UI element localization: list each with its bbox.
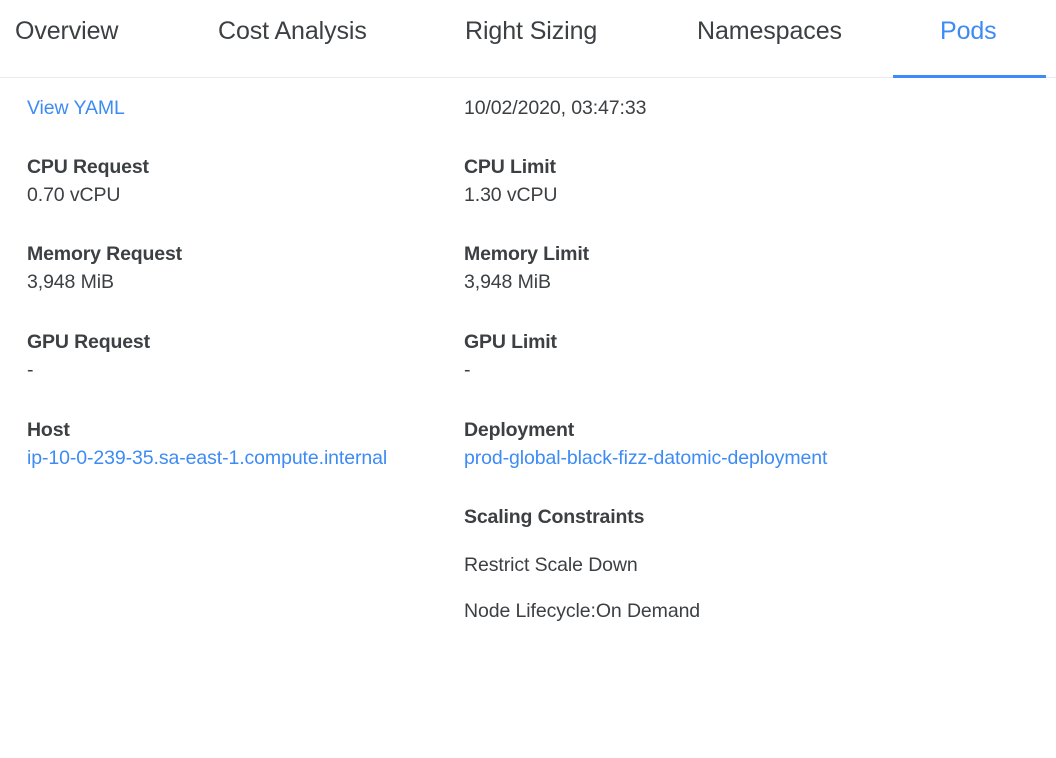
cpu-limit-label: CPU Limit [464, 156, 556, 178]
field-scaling-constraints: Scaling Constraints Restrict Scale Down … [464, 474, 864, 627]
timestamp-value: 10/02/2020, 03:47:33 [464, 97, 647, 119]
cpu-limit-value: 1.30 vCPU [464, 184, 558, 206]
cpu-request-value: 0.70 vCPU [27, 184, 121, 206]
gpu-limit-label: GPU Limit [464, 331, 557, 353]
view-yaml-link[interactable]: View YAML [27, 97, 125, 119]
detail-column-left: View YAML CPU Request 0.70 vCPU Memory R… [27, 78, 427, 474]
tab-overview[interactable]: Overview [15, 0, 118, 78]
memory-request-label: Memory Request [27, 243, 183, 265]
active-tab-indicator [893, 75, 1046, 78]
pod-detail-content: View YAML CPU Request 0.70 vCPU Memory R… [0, 78, 1056, 758]
tab-cost-analysis[interactable]: Cost Analysis [218, 0, 367, 78]
field-host: Host ip-10-0-239-35.sa-east-1.compute.in… [27, 386, 427, 474]
deployment-label: Deployment [464, 419, 575, 441]
detail-column-right: 10/02/2020, 03:47:33 CPU Limit 1.30 vCPU… [464, 78, 864, 627]
tab-pods[interactable]: Pods [940, 0, 997, 78]
scaling-constraint-node-lifecycle: Node Lifecycle:On Demand [464, 600, 701, 622]
host-label: Host [27, 419, 70, 441]
field-cpu-request: CPU Request 0.70 vCPU [27, 124, 427, 211]
memory-limit-label: Memory Limit [464, 243, 589, 265]
scaling-constraints-label: Scaling Constraints [464, 506, 645, 528]
field-cpu-limit: CPU Limit 1.30 vCPU [464, 124, 864, 211]
scaling-constraint-restrict-scale-down: Restrict Scale Down [464, 554, 638, 576]
memory-request-value: 3,948 MiB [27, 271, 114, 293]
memory-limit-value: 3,948 MiB [464, 271, 551, 293]
gpu-limit-value: - [464, 359, 471, 381]
field-memory-request: Memory Request 3,948 MiB [27, 211, 427, 298]
tab-bar: Overview Cost Analysis Right Sizing Name… [0, 0, 1056, 78]
field-gpu-request: GPU Request - [27, 298, 427, 386]
field-view-yaml: View YAML [27, 78, 427, 124]
field-timestamp: 10/02/2020, 03:47:33 [464, 78, 864, 124]
field-gpu-limit: GPU Limit - [464, 298, 864, 386]
field-deployment: Deployment prod-global-black-fizz-datomi… [464, 386, 864, 474]
tab-right-sizing[interactable]: Right Sizing [465, 0, 597, 78]
tab-namespaces[interactable]: Namespaces [697, 0, 842, 78]
field-memory-limit: Memory Limit 3,948 MiB [464, 211, 864, 298]
tab-bar-divider [0, 77, 1056, 78]
cpu-request-label: CPU Request [27, 156, 149, 178]
gpu-request-value: - [27, 359, 34, 381]
deployment-link[interactable]: prod-global-black-fizz-datomic-deploymen… [464, 447, 828, 469]
host-link[interactable]: ip-10-0-239-35.sa-east-1.compute.interna… [27, 447, 388, 469]
gpu-request-label: GPU Request [27, 331, 150, 353]
